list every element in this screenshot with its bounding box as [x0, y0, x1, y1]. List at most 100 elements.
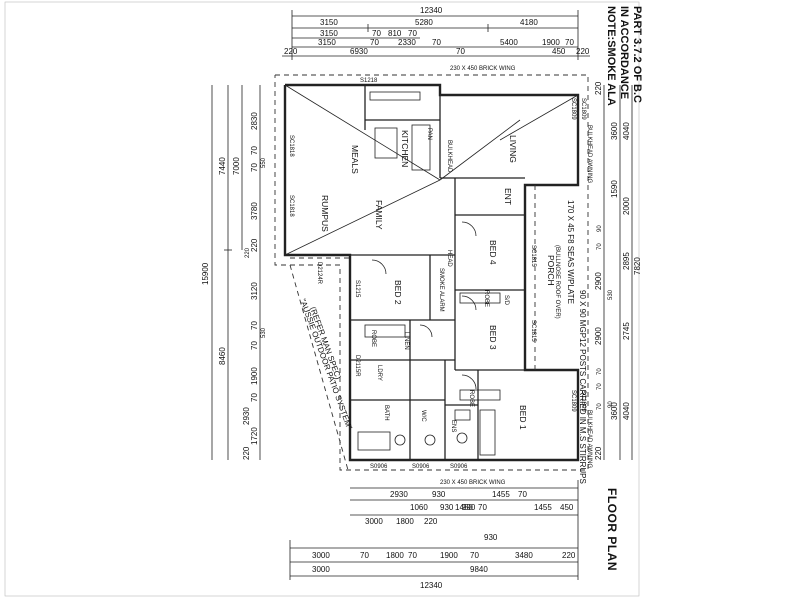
win-12: SC1815: [530, 320, 536, 342]
beam-note: 170 X 45 F8 SEAS W/PLATE: [566, 200, 575, 304]
dim-bot-r1-1: 9840: [470, 565, 488, 574]
dim-bot-total: 12340: [420, 581, 443, 590]
dim-left-r2-9: 70: [250, 393, 259, 402]
dim-top-r3-5: 1900: [542, 38, 560, 47]
room-robe-1: ROBE: [468, 390, 474, 407]
win-10: SC1809: [580, 98, 586, 120]
dim-top-r4-3: 450: [552, 47, 566, 56]
room-labels: MEALS KITCHEN LIVING RUMPUS FAMILY BED 2…: [320, 128, 560, 432]
dim-right-r2-2: 2900: [594, 272, 603, 290]
dim-top-r3-4: 5400: [500, 38, 518, 47]
win-0: S1218: [360, 78, 378, 84]
dim-top-r2-0: 3150: [320, 29, 338, 38]
note-line-1: NOTE:SMOKE ALA: [605, 6, 617, 106]
dim-top-r2-3: 70: [408, 29, 417, 38]
dim-bot-r2-7: 220: [562, 551, 576, 560]
sheet-border: [4, 1, 640, 597]
dim-top-r3-0: 3150: [318, 38, 336, 47]
room-pantry: PAN: [426, 128, 432, 140]
room-bed1: BED 1: [518, 405, 528, 430]
room-bed4: BED 4: [488, 240, 498, 265]
room-kitchen: KITCHEN: [400, 130, 410, 167]
dim-right-r2-7: 90: [608, 401, 614, 408]
dim-right-r2-8: 70: [597, 403, 603, 410]
dim-right-r1-5: 2895: [622, 252, 631, 270]
dim-top-r1-2: 4180: [520, 18, 538, 27]
room-bed2: BED 2: [393, 280, 403, 305]
room-rumpus: RUMPUS: [320, 195, 330, 232]
right-dimensions: 220 3600 4040 1590 2000 2895 7820 2745 3…: [594, 81, 642, 460]
dim-bot-r1-0: 3000: [312, 565, 330, 574]
dim-top-r1-0: 3150: [320, 18, 338, 27]
dim-top-r3-1: 70: [370, 38, 379, 47]
dim-left-r2-10: 2930: [242, 407, 251, 425]
note-line-3: PART 3.7.2 OF B.C: [631, 6, 643, 103]
bulkhead-awning-top: BULKHEAD AWNING: [586, 125, 592, 183]
dim-left-r2-7: 70: [250, 341, 259, 350]
dim-right-r1-4: 2000: [622, 197, 631, 215]
dim-left-r2-0: 2830: [250, 112, 259, 130]
left-dimensions: 15900 7440 8460 7000 2830 70 70 3780 220…: [201, 85, 267, 460]
dim-top-r3-3: 70: [432, 38, 441, 47]
dim-left-r2-3: 3780: [250, 202, 259, 220]
dim-left-r2-4: 220: [250, 238, 259, 252]
dim-bot-r4-2: 930: [484, 533, 498, 542]
room-bath: BATH: [383, 405, 389, 421]
bottom-dimensions: 230 X 450 BRICK WING 930 2930 1060 990 9…: [289, 480, 579, 590]
room-bed3: BED 3: [488, 325, 498, 350]
dim-left-r2-1: 70: [250, 146, 259, 155]
room-meals: MEALS: [350, 145, 360, 174]
room-ens: ENS: [450, 420, 456, 432]
win-2: SC1818: [288, 195, 294, 217]
dim-top-r1-1: 5280: [415, 18, 433, 27]
smoke-alarm-note: NOTE:SMOKE ALA IN ACCORDANCE PART 3.7.2 …: [605, 6, 643, 106]
note-line-2: IN ACCORDANCE: [618, 6, 630, 99]
dim-right-r1-3: 1590: [610, 180, 619, 198]
dim-bot-r3-3: 1450: [455, 503, 473, 512]
dim-left-r2-12: 220: [242, 446, 251, 460]
dim-right-r1-2: 4040: [622, 122, 631, 140]
room-robe-2: ROBE: [370, 330, 376, 347]
dim-top-r4-2: 70: [456, 47, 465, 56]
win-3: D2124R: [316, 262, 322, 285]
win-7: S0906: [412, 464, 430, 470]
room-living: LIVING: [508, 135, 518, 163]
dim-left-total: 15900: [201, 262, 210, 285]
win-5: D2115R: [354, 355, 360, 377]
dim-bot-r3-7: 1455: [534, 503, 552, 512]
room-ldry: LDRY: [376, 365, 382, 381]
win-13: SC1809: [570, 390, 576, 412]
posts-note: 90 X 90 MGP12 POSTS CARRIED IN M.S STIRR…: [578, 290, 587, 484]
sliding-door-label: S/D: [503, 295, 509, 306]
room-linen: LINEN: [403, 332, 409, 350]
dim-bot-r4-4: 1060: [410, 503, 428, 512]
room-wc: W/C: [420, 410, 426, 422]
dim-right-r2-5: 70: [597, 383, 603, 390]
dim-bot-r4-5: 990: [462, 503, 476, 512]
dim-top-r2-2: 810: [388, 29, 402, 38]
dim-right-r1-9: 4040: [622, 402, 631, 420]
plan-title: FLOOR PLAN: [605, 488, 619, 571]
dim-bot-r3-5: 1455: [492, 490, 510, 499]
house-walls: [283, 83, 580, 462]
dim-right-r1-6: 7820: [633, 257, 642, 275]
dim-bot-r3-8: 450: [560, 503, 574, 512]
dim-bot-r2-5: 70: [470, 551, 479, 560]
dim-top-r4-1: 6930: [350, 47, 368, 56]
dim-top-total: 12340: [420, 6, 443, 15]
dim-left-r3-3: 530: [261, 327, 267, 338]
brick-wing-top: 230 X 450 BRICK WING: [450, 66, 516, 72]
dim-bot-r2-0: 3000: [312, 551, 330, 560]
bulkhead: BULKHEAD: [446, 140, 452, 173]
win-8: S0906: [450, 464, 468, 470]
dim-bot-r4-0: 930: [432, 490, 446, 499]
dim-bot-r2-3: 70: [408, 551, 417, 560]
dim-left-r1-1: 8460: [218, 347, 227, 365]
dim-top-r4-4: 220: [576, 47, 590, 56]
win-14: SC1809: [580, 390, 586, 412]
dim-bot-r3-6: 70: [518, 490, 527, 499]
dim-right-r1-7: 2745: [622, 322, 631, 340]
dim-right-r2-6: 530: [608, 289, 614, 300]
smoke-alarm: SMOKE ALARM: [438, 268, 444, 312]
